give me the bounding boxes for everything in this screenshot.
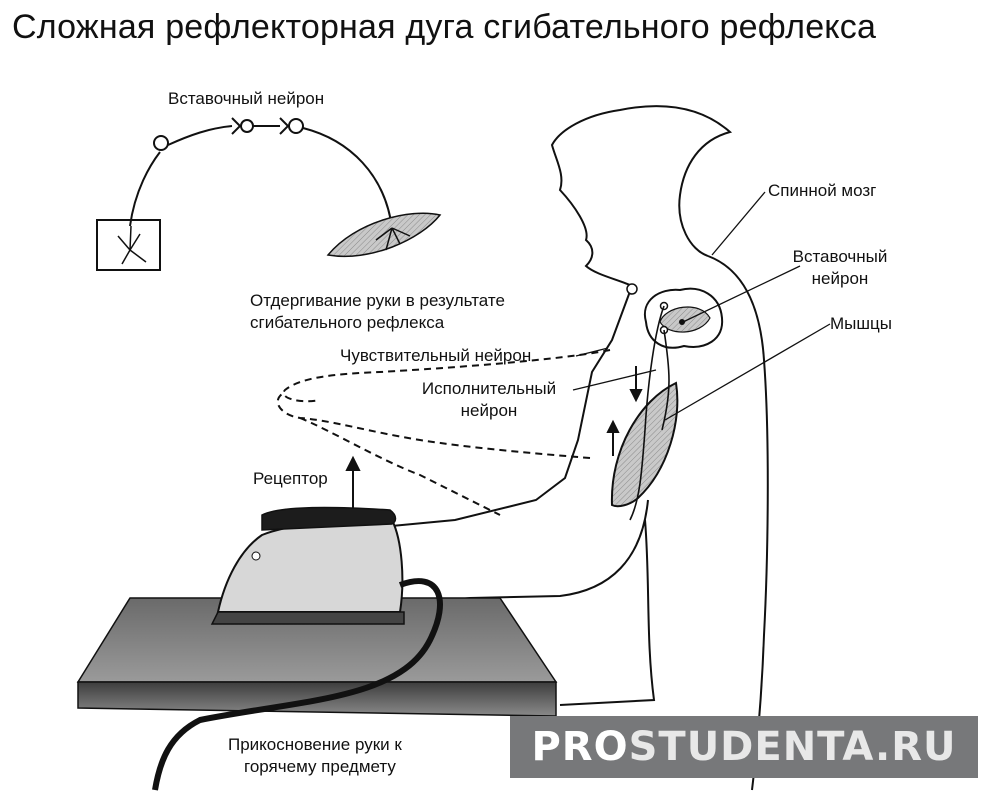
label-withdrawal-2: сгибательного рефлекса [250,313,445,332]
label-interneuron-right-1: Вставочный [792,247,888,266]
label-touch-2: горячему предмету [244,757,396,776]
label-spinal-cord: Спинной мозг [768,181,877,200]
label-motor-neuron-2: нейрон [460,401,518,420]
label-withdrawal-1: Отдергивание руки в результате [250,291,505,310]
arm-lower-outline [429,499,649,603]
sensory-axon [167,125,233,146]
interneuron-body [240,119,254,133]
watermark-part1: PRO [531,724,629,770]
sensory-fiber [129,151,161,227]
leader-lines [321,191,831,561]
nerve-fibers [629,305,670,521]
spinal-cord-section [643,287,724,349]
label-muscles: Мышцы [830,314,892,333]
torso-front [559,519,656,706]
iron-appliance [152,506,443,791]
neck-marker [626,283,638,295]
synapse-1 [231,117,242,135]
motor-neuron-body [288,118,304,134]
label-receptor: Рецептор [253,469,328,488]
receptor-endings [117,225,147,265]
diagram-title: Сложная рефлекторная дуга сгибательного … [12,8,877,46]
motor-fiber [302,127,393,229]
arm-upper-outline [369,285,633,529]
site-watermark: PROSTUDENTA.RU [510,716,978,778]
withdrawn-arm-dashed [276,349,611,516]
schematic-arc [96,117,442,271]
label-interneuron-right-2: нейрон [811,269,869,288]
sensory-neuron-body [153,135,169,151]
skin-receptor-box [96,219,161,271]
head-outline [550,105,733,287]
label-interneuron-top: Вставочный нейрон [168,89,325,108]
motor-endings [375,227,411,251]
label-touch-1: Прикосновение руки к [228,735,402,754]
watermark-part2: STUDENTA.RU [628,724,957,770]
label-motor-neuron-1: Исполнительный [421,379,557,398]
back-outline [707,255,769,791]
synapse-2 [279,117,290,135]
label-sensory-neuron: Чувствительный нейрон [340,346,532,365]
